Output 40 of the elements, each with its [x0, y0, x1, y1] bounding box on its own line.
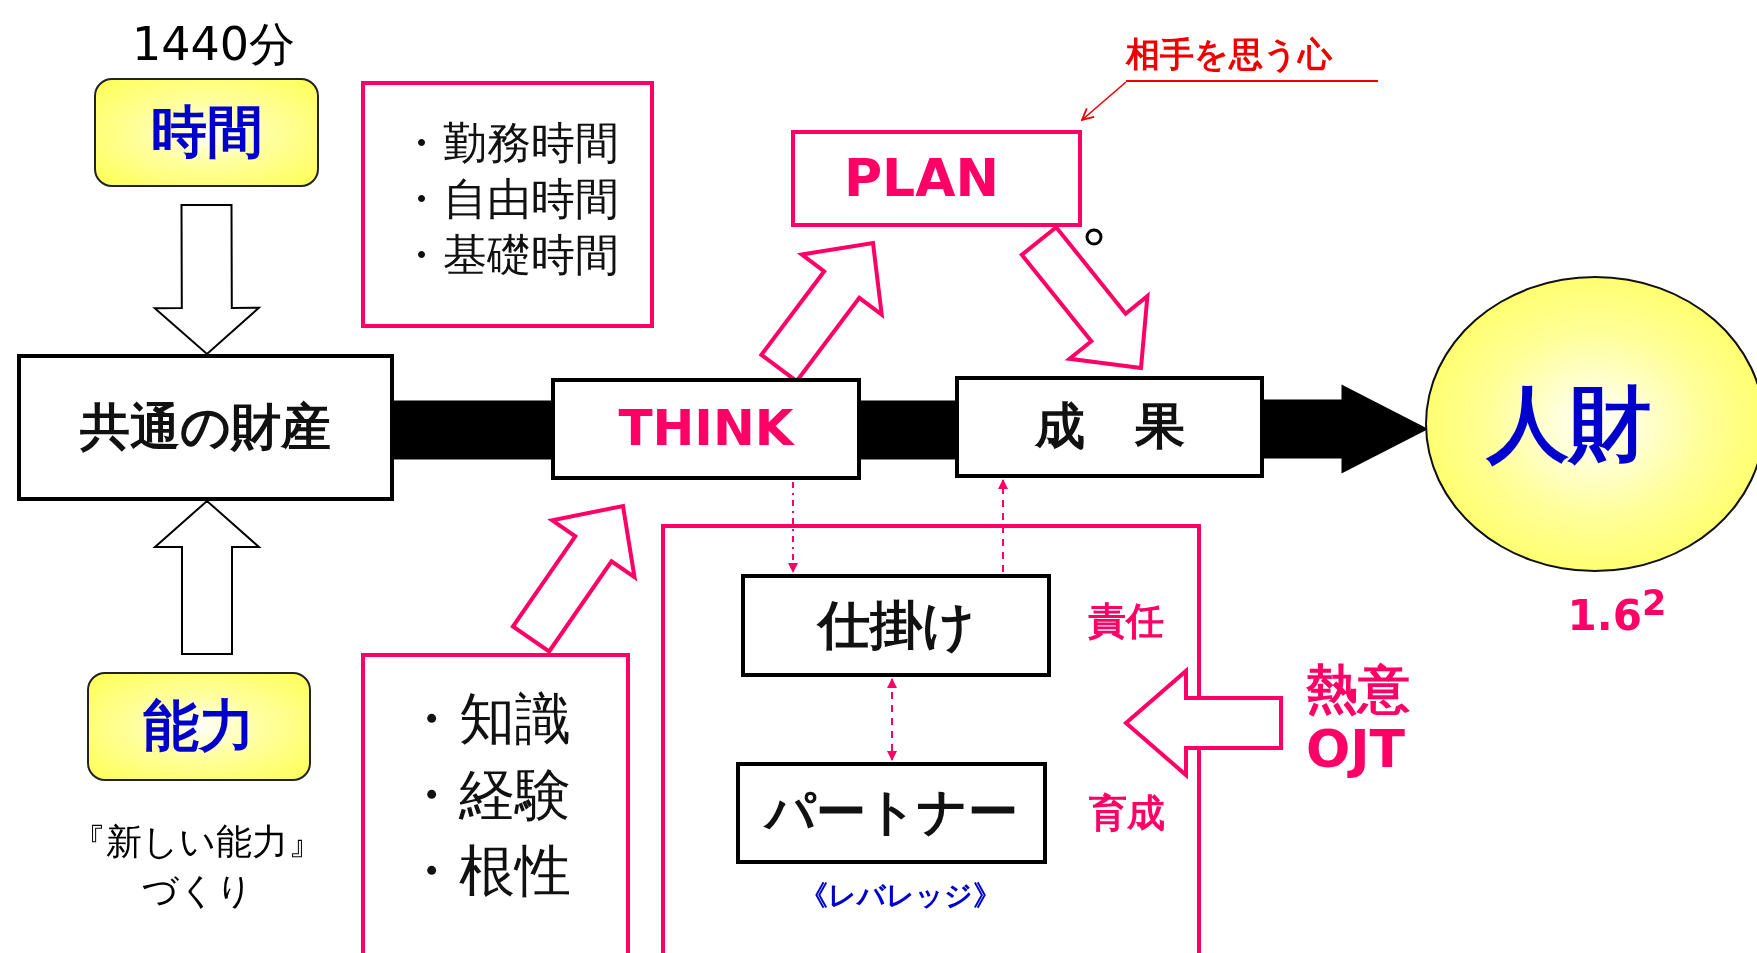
side-label: 1.6$^{2}$: [1566, 583, 1668, 641]
process-box: [17, 354, 394, 501]
node-label: 能力: [143, 694, 255, 759]
dashed-arrow: [887, 678, 897, 761]
block-arrow: [510, 503, 638, 655]
list-item: ・勤務時間: [399, 116, 619, 170]
list-item: ・基礎時間: [399, 228, 619, 282]
node-label: 仕掛け: [817, 595, 975, 656]
list-item: ・経験: [403, 761, 571, 829]
node-label: パートナー: [765, 784, 1018, 842]
leader-arrow: [1081, 81, 1127, 121]
dashed-arrow: [788, 481, 798, 573]
node-label: PLAN: [844, 148, 999, 209]
node-label: 相手を思う心: [1126, 35, 1332, 75]
list-item: ・知識: [403, 685, 571, 753]
list-box: [361, 653, 630, 953]
dashed-arrow: [998, 479, 1008, 573]
block-arrow: [1122, 666, 1283, 780]
node-label: 熱意: [1306, 660, 1410, 720]
node-label: 人財: [1487, 376, 1651, 472]
list-item: ・根性: [403, 837, 571, 905]
node-label: OJT: [1306, 720, 1406, 780]
side-label: 『新しい能力』づくり: [69, 820, 325, 913]
frame-box: [661, 524, 1201, 953]
side-label: 責任: [1087, 600, 1165, 644]
node-label: 時間: [150, 100, 263, 165]
connector-bar: [392, 400, 553, 460]
process-box: [791, 130, 1082, 227]
connector-bar: [859, 400, 957, 460]
node-label: 成 果: [1034, 398, 1185, 456]
block-arrow: [152, 203, 262, 356]
side-label: 《レバレッジ》: [798, 880, 1002, 913]
block-arrow: [1019, 224, 1150, 371]
side-label: 1440分: [130, 18, 297, 71]
node-label: THINK: [618, 400, 794, 458]
node-label: 共通の財産: [80, 398, 331, 457]
side-label: 育成: [1088, 792, 1166, 836]
list-box: [361, 81, 654, 328]
list-item: ・自由時間: [399, 172, 619, 226]
block-arrow: [152, 499, 262, 655]
